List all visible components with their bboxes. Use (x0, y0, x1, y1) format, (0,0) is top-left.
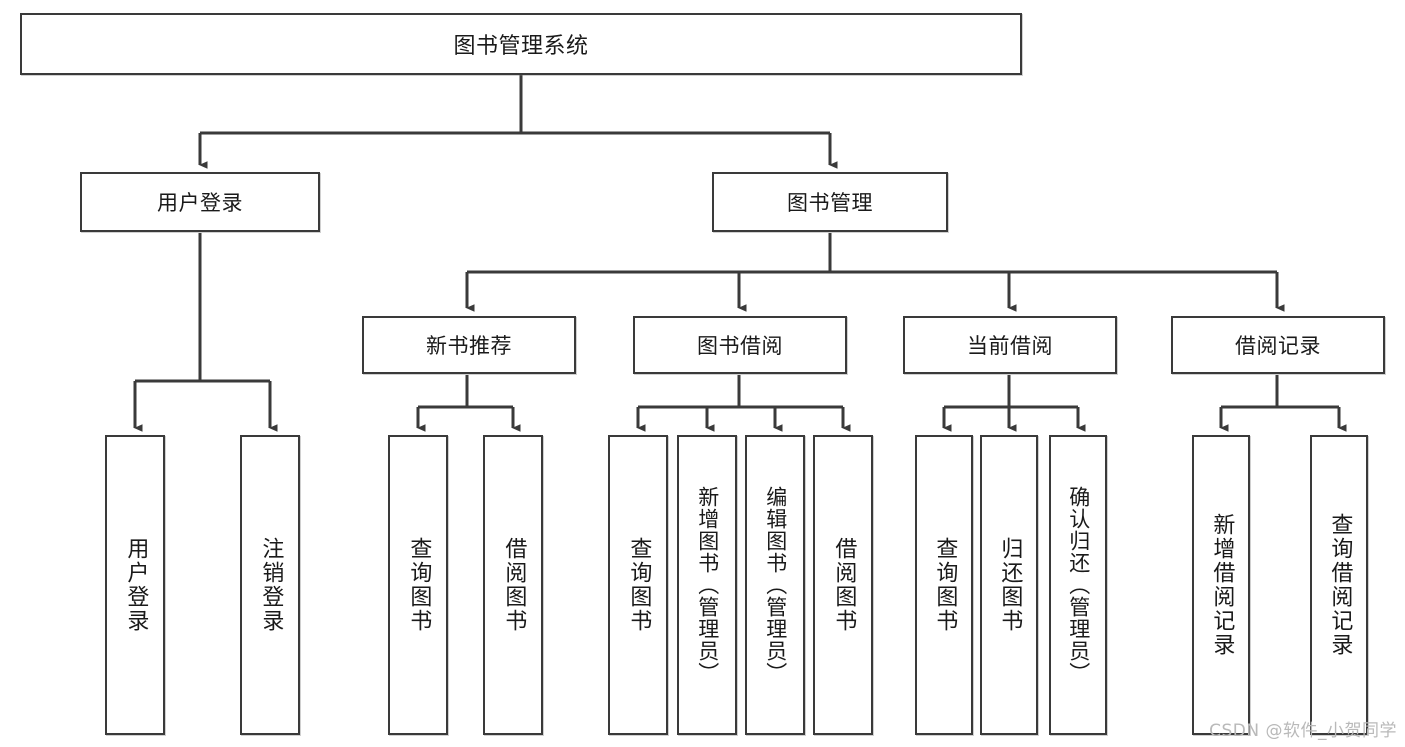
edges-root-to-level2 (198, 75, 838, 169)
node-root-book-management-system[interactable]: 图书管理系统 (20, 13, 1022, 75)
edges-userlogin-to-leaves (133, 233, 278, 432)
leaf-edit-book-admin[interactable]: 编辑图书（管理员） (745, 435, 805, 735)
node-current-borrow[interactable]: 当前借阅 (903, 316, 1117, 374)
node-user-login[interactable]: 用户登录 (80, 172, 320, 232)
leaf-query-book-recommend[interactable]: 查询图书 (388, 435, 448, 735)
node-book-borrow[interactable]: 图书借阅 (633, 316, 847, 374)
edges-newbook-to-leaves (416, 375, 521, 432)
edges-bookmanage-to-level3 (465, 233, 1285, 312)
leaf-add-borrow-record[interactable]: 新增借阅记录 (1192, 435, 1250, 735)
leaf-confirm-return-admin[interactable]: 确认归还（管理员） (1049, 435, 1107, 735)
csdn-watermark: CSDN @软件_小贺同学 (1209, 721, 1397, 741)
node-borrow-record[interactable]: 借阅记录 (1171, 316, 1385, 374)
leaf-query-book-current[interactable]: 查询图书 (915, 435, 973, 735)
leaf-borrow-book-recommend[interactable]: 借阅图书 (483, 435, 543, 735)
leaf-add-book-admin[interactable]: 新增图书（管理员） (677, 435, 737, 735)
leaf-user-login[interactable]: 用户登录 (105, 435, 165, 735)
edges-bookborrow-to-leaves (636, 375, 851, 432)
node-new-book-recommend[interactable]: 新书推荐 (362, 316, 576, 374)
leaf-user-logout[interactable]: 注销登录 (240, 435, 300, 735)
leaf-query-book-borrow[interactable]: 查询图书 (608, 435, 668, 735)
edges-borrowrecord-to-leaves (1219, 375, 1347, 432)
leaf-return-book[interactable]: 归还图书 (980, 435, 1038, 735)
node-book-management[interactable]: 图书管理 (712, 172, 948, 232)
leaf-query-borrow-record[interactable]: 查询借阅记录 (1310, 435, 1368, 735)
leaf-borrow-book-borrow[interactable]: 借阅图书 (813, 435, 873, 735)
edges-currentborrow-to-leaves (942, 375, 1086, 432)
